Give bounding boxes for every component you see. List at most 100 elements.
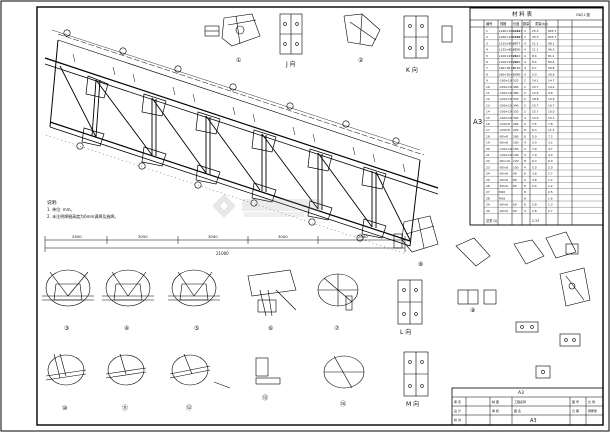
table-cell: -160×10 <box>499 116 512 120</box>
table-cell: 100 <box>513 165 519 169</box>
table-cell: 16 <box>486 122 490 126</box>
table-cell: 150 <box>513 147 519 151</box>
dim-overall: 21000 <box>216 251 229 256</box>
view-m-label: M 向 <box>406 400 419 408</box>
table-cell: 340 <box>513 103 519 107</box>
table-cell: 13 <box>486 103 490 107</box>
table-cell: M16 <box>499 196 505 200</box>
tb-cell-check: 校 对 <box>454 417 461 422</box>
table-cell: 0.7 <box>548 209 553 213</box>
detail-12-number: ⑫ <box>186 404 192 412</box>
table-cell: 2.8 <box>532 209 537 213</box>
table-cell: 4 <box>524 60 526 64</box>
tb-cell-project: 工程名称 <box>514 399 526 404</box>
table-cell: 2410 <box>513 54 521 58</box>
table-cell: 8.4 <box>532 60 537 64</box>
table-cell: 14 <box>486 110 490 114</box>
table-cell: 5.0 <box>532 134 537 138</box>
table-cell: 25.3 <box>532 35 539 39</box>
table-cell: 300 <box>513 116 519 120</box>
truss-elevation <box>44 29 439 255</box>
table-cell: 10 <box>486 85 490 89</box>
gusset-plates <box>81 75 387 239</box>
table-cell: 15.7 <box>532 103 539 107</box>
header-spec: 规格 <box>500 21 507 26</box>
table-cell: 10.7 <box>548 103 555 107</box>
table-cell: 4 <box>524 122 526 126</box>
table-cell: -200×10 <box>499 85 512 89</box>
table-cell: 2 <box>524 91 526 95</box>
tb-cell-date: 日 期 <box>572 408 579 413</box>
table-cell: 823.7 <box>548 35 556 39</box>
table-cell: 7.9 <box>532 147 537 151</box>
table-cell: 10.0 <box>548 110 555 114</box>
table-title: 材 料 表 <box>512 10 532 18</box>
table-cell: 4 <box>524 153 526 157</box>
table-cell: 220 <box>513 128 519 132</box>
table-cell: 27 <box>486 190 490 194</box>
tb-cell-design: 设 计 <box>454 408 461 413</box>
table-cell: 8 <box>486 72 488 76</box>
table-cell: 120 <box>513 159 519 163</box>
table-cell: 2 <box>524 103 526 107</box>
table-cell: 2 <box>524 35 526 39</box>
end-post-left <box>49 39 59 128</box>
top-chord-inner <box>44 63 439 195</box>
table-cell: 1.3 <box>548 203 553 207</box>
table-cell: 2 <box>524 97 526 101</box>
table-cell: 81.1 <box>548 54 555 58</box>
table-cell: 19.6 <box>548 97 555 101</box>
header-length: 长度 <box>513 21 520 26</box>
table-cell: 21 <box>486 153 490 157</box>
table-cell: 11.1 <box>532 48 539 52</box>
table-subtitle: GWJ-1 图 <box>576 13 590 17</box>
table-cell: 23 <box>486 165 490 169</box>
table-cell: -100×10 <box>499 153 512 157</box>
table-cell: 25 <box>486 178 490 182</box>
table-cell: 8 <box>524 190 526 194</box>
detail-9-number: ⑨ <box>470 307 475 314</box>
table-cell: 2 <box>524 79 526 83</box>
table-cell: -60×8 <box>499 172 508 176</box>
table-cell: 20 <box>486 147 490 151</box>
table-cell: 56.8 <box>548 66 555 70</box>
table-cell: L160×100×10 <box>499 29 520 33</box>
table-cell: 320 <box>513 110 519 114</box>
dim-5: 2890 <box>358 234 368 239</box>
notes-line-2: 2. 未注明焊缝高度为6mm满焊及施焊。 <box>47 213 118 219</box>
table-cell: 25.3 <box>532 29 539 33</box>
table-total-value: 2.33 <box>532 219 539 223</box>
tb-cell-drawing-name: 图 名 <box>514 408 521 413</box>
table-cell: 4 <box>524 116 526 120</box>
table-side-label: A3 <box>473 118 482 126</box>
table-cell: 8 <box>524 203 526 207</box>
table-cell: 4.4 <box>548 153 553 157</box>
table-cell: 4 <box>524 209 526 213</box>
table-cell: 1.2 <box>548 178 553 182</box>
table-cell: 160 <box>513 141 519 145</box>
node-detail-row-2 <box>45 351 429 397</box>
table-cell: M20 <box>499 190 505 194</box>
notes-line-1: 1. 单位: mm。 <box>47 206 75 212</box>
table-cell: 60 <box>513 203 517 207</box>
table-cell: 3.8 <box>532 172 537 176</box>
table-cell: 15.7 <box>532 85 539 89</box>
table-cell: 2 <box>524 85 526 89</box>
table-cell: 11 <box>486 91 490 95</box>
table-cell: -80×8 <box>499 165 508 169</box>
table-cell: 9 <box>486 79 488 83</box>
table-cell: 8 <box>524 184 526 188</box>
notes-heading: 说明: <box>47 199 58 206</box>
table-cell: -60×6 <box>499 209 508 213</box>
table-cell: 30 <box>486 209 490 213</box>
table-cell: 180 <box>513 134 519 138</box>
table-cell: -80×8 <box>499 134 508 138</box>
tb-cell-approve: 审 定 <box>454 399 461 404</box>
table-cell: 6.3 <box>532 128 537 132</box>
table-cell: 96.3 <box>548 48 555 52</box>
table-cell: 11.1 <box>548 128 555 132</box>
detail-11-number: ⑪ <box>122 404 128 412</box>
dim-4: 3000 <box>278 234 288 239</box>
table-cell: 2.0 <box>548 165 553 169</box>
